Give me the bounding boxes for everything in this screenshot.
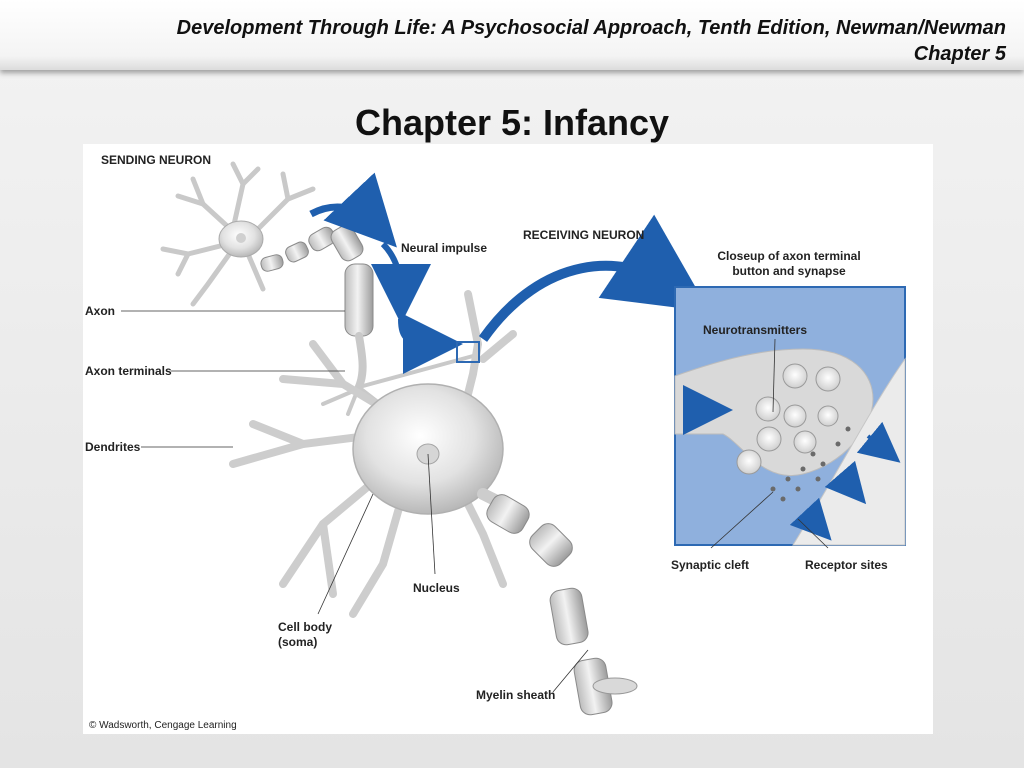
- header-chapter: Chapter 5: [913, 43, 1006, 65]
- header-book-title: Development Through Life: A Psychosocial…: [176, 17, 1006, 39]
- zoom-arrow: [478, 214, 710, 342]
- label-axon: Axon: [85, 304, 115, 318]
- label-cell-body-soma: (soma): [278, 635, 317, 649]
- label-sending-neuron: SENDING NEURON: [101, 153, 211, 167]
- label-neural-impulse: Neural impulse: [401, 241, 487, 255]
- receiving-neuron: [229, 214, 710, 716]
- sending-neuron: [160, 161, 475, 416]
- slide-header: Development Through Life: A Psychosocial…: [0, 0, 1024, 70]
- label-cell-body: Cell body: [278, 620, 332, 634]
- synapse-highlight-box: [456, 341, 480, 363]
- leader-lines: [121, 310, 829, 693]
- label-myelin-sheath: Myelin sheath: [476, 688, 555, 702]
- neuron-diagram: SENDING NEURON RECEIVING NEURON Neural i…: [83, 144, 933, 734]
- impulse-arrow: [370, 241, 431, 324]
- label-axon-terminals: Axon terminals: [85, 364, 172, 378]
- label-dendrites: Dendrites: [85, 440, 141, 454]
- vesicles: [736, 363, 841, 475]
- flow-arrow: [824, 460, 867, 505]
- released-neurotransmitters: [770, 426, 851, 502]
- slide-title: Chapter 5: Infancy: [354, 102, 670, 143]
- flow-arrow: [856, 421, 901, 463]
- label-neurotransmitters: Neurotransmitters: [703, 323, 807, 337]
- label-synaptic-cleft: Synaptic cleft: [671, 558, 749, 572]
- label-receptor-sites: Receptor sites: [805, 558, 888, 572]
- synapse-closeup-panel: [674, 286, 906, 546]
- label-closeup-line2: button and synapse: [732, 264, 846, 278]
- label-closeup-line1: Closeup of axon terminal: [717, 249, 860, 263]
- flow-arrow: [789, 497, 832, 541]
- label-receiving-neuron: RECEIVING NEURON: [523, 228, 644, 242]
- figure-credit: © Wadsworth, Cengage Learning: [89, 720, 237, 731]
- neuron-illustration: SENDING NEURON RECEIVING NEURON Neural i…: [85, 153, 906, 731]
- impulse-arrow: [398, 313, 463, 374]
- label-nucleus: Nucleus: [413, 581, 460, 595]
- impulse-arrow: [309, 172, 397, 248]
- myelin-sheath-segments: [486, 494, 613, 716]
